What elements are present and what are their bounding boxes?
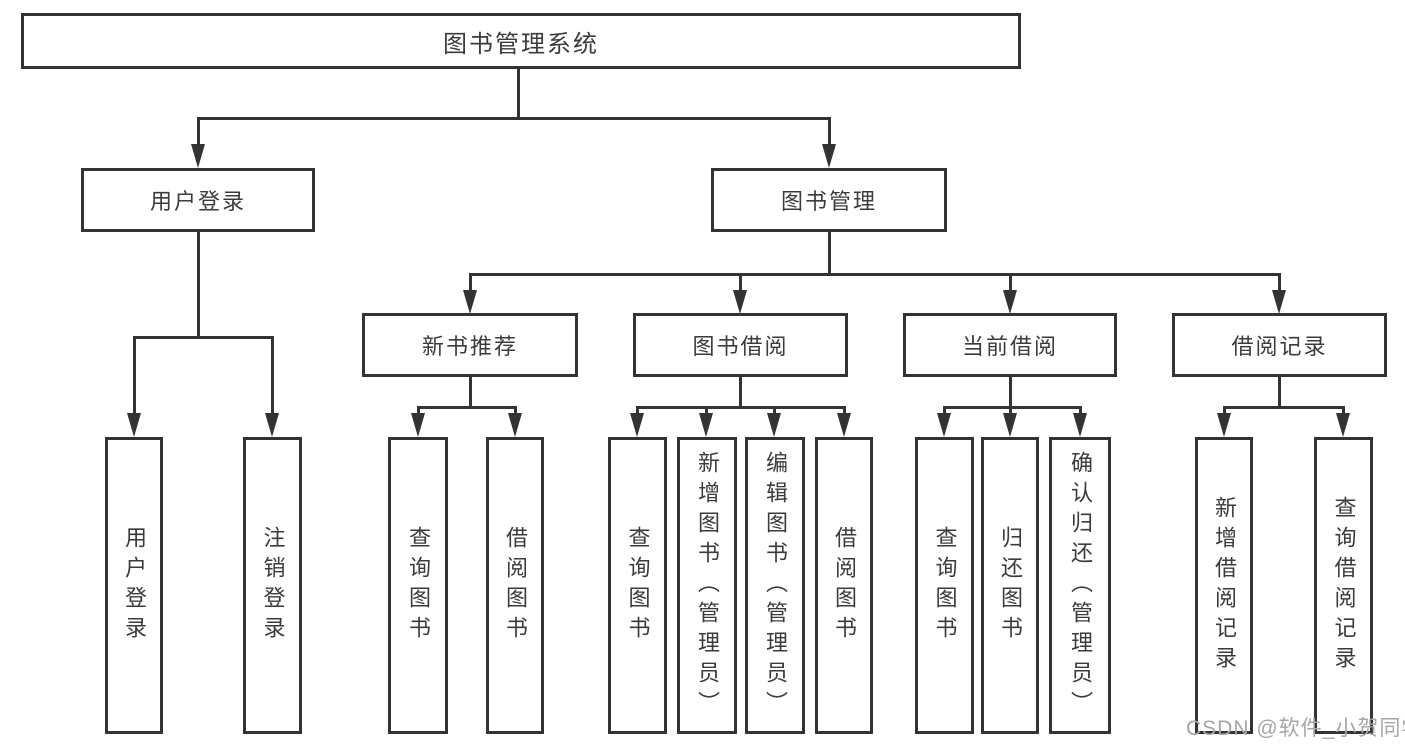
leaf-confirm-return-admin: 确认归还（管理员） <box>1049 437 1111 734</box>
leaf-query-books-current: 查询图书 <box>915 437 974 734</box>
arrowhead-add-borrow-record <box>1217 413 1231 437</box>
node-book-management-label: 图书管理 <box>780 189 877 214</box>
leaf-query-books-borrowing: 查询图书 <box>608 437 667 734</box>
connector-current-drop-1 <box>943 406 946 414</box>
connector-bookmgmt-rail <box>469 273 1281 276</box>
connector-borrowing-drop-3 <box>773 406 776 414</box>
node-current-borrowing: 当前借阅 <box>903 313 1117 377</box>
arrowhead-user-login <box>191 144 205 168</box>
connector-current-drop-2 <box>1009 406 1012 414</box>
connector-recommend-drop-1 <box>417 406 420 414</box>
arrowhead-query-borrow-record <box>1336 413 1350 437</box>
leaf-query-books-borrowing-label: 查询图书 <box>625 525 651 646</box>
connector-root-drop-right <box>828 117 831 145</box>
leaf-add-books-admin: 新增图书（管理员） <box>677 437 737 734</box>
leaf-logout-label: 注销登录 <box>260 525 286 646</box>
connector-bookmgmt-drop-3 <box>1009 273 1012 290</box>
node-current-borrowing-label: 当前借阅 <box>961 334 1058 359</box>
leaf-return-books: 归还图书 <box>981 437 1039 734</box>
node-borrowing-records: 借阅记录 <box>1172 313 1387 377</box>
arrowhead-borrow-books <box>837 413 851 437</box>
connector-borrowing-drop-2 <box>705 406 708 414</box>
csdn-watermark: CSDN @软件_小贺同学 <box>1186 717 1405 740</box>
arrowhead-borrowing-records <box>1272 290 1286 314</box>
connector-userlogin-drop-2 <box>271 336 274 413</box>
connector-records-drop-2 <box>1342 406 1345 414</box>
leaf-query-books-recommend-label: 查询图书 <box>406 525 431 646</box>
leaf-query-borrow-record: 查询借阅记录 <box>1314 437 1373 734</box>
connector-current-drop-3 <box>1079 406 1082 414</box>
leaf-query-books-recommend: 查询图书 <box>388 437 448 734</box>
arrowhead-new-book-recommend <box>463 290 477 314</box>
node-new-book-recommend: 新书推荐 <box>362 313 578 377</box>
node-book-borrowing-label: 图书借阅 <box>692 334 789 359</box>
leaf-add-books-admin-label: 新增图书（管理员） <box>695 450 720 721</box>
connector-bookmgmt-drop-4 <box>1278 273 1281 290</box>
leaf-confirm-return-admin-label: 确认归还（管理员） <box>1068 450 1093 721</box>
connector-borrowing-stem <box>739 377 742 409</box>
connector-userlogin-drop-1 <box>133 336 136 413</box>
connector-root-stem <box>517 69 520 118</box>
arrowhead-confirm-return-admin <box>1073 413 1087 437</box>
connector-root-rail <box>197 117 831 120</box>
node-new-book-recommend-label: 新书推荐 <box>421 334 518 359</box>
connector-current-rail <box>943 406 1082 409</box>
connector-current-stem <box>1009 377 1012 409</box>
leaf-borrow-books-label: 借阅图书 <box>832 525 857 646</box>
leaf-query-borrow-record-label: 查询借阅记录 <box>1331 495 1357 676</box>
connector-records-stem <box>1278 377 1281 409</box>
arrowhead-edit-books-admin <box>767 413 781 437</box>
connector-records-drop-1 <box>1223 406 1226 414</box>
connector-borrowing-drop-1 <box>636 406 639 414</box>
leaf-add-borrow-record-label: 新增借阅记录 <box>1212 495 1237 676</box>
arrowhead-book-borrowing <box>733 290 747 314</box>
leaf-query-books-current-label: 查询图书 <box>932 525 958 646</box>
node-book-management: 图书管理 <box>711 168 947 232</box>
leaf-borrow-books-recommend-label: 借阅图书 <box>503 525 528 646</box>
arrowhead-leaf-user-login <box>127 413 141 437</box>
arrowhead-query-books-current <box>937 413 951 437</box>
arrowhead-book-management <box>822 144 836 168</box>
node-user-login: 用户登录 <box>81 168 315 232</box>
connector-records-rail <box>1223 406 1345 409</box>
leaf-edit-books-admin-label: 编辑图书（管理员） <box>763 450 788 721</box>
connector-root-drop-left <box>197 117 200 145</box>
connector-bookmgmt-stem <box>828 232 831 276</box>
node-user-login-label: 用户登录 <box>149 189 246 214</box>
leaf-user-login: 用户登录 <box>105 437 163 734</box>
arrowhead-query-books-borrowing <box>630 413 644 437</box>
connector-recommend-stem <box>469 377 472 409</box>
connector-bookmgmt-drop-1 <box>469 273 472 290</box>
connector-bookmgmt-drop-2 <box>739 273 742 290</box>
leaf-borrow-books-recommend: 借阅图书 <box>486 437 544 734</box>
leaf-return-books-label: 归还图书 <box>998 525 1023 646</box>
leaf-borrow-books: 借阅图书 <box>815 437 873 734</box>
arrowhead-return-books <box>1003 413 1017 437</box>
arrowhead-leaf-logout <box>265 413 279 437</box>
node-book-borrowing: 图书借阅 <box>633 313 848 377</box>
leaf-user-login-label: 用户登录 <box>122 525 147 646</box>
arrowhead-add-books-admin <box>699 413 713 437</box>
connector-userlogin-stem <box>197 232 200 339</box>
node-library-system: 图书管理系统 <box>21 13 1021 69</box>
leaf-logout: 注销登录 <box>243 437 302 734</box>
node-library-system-label: 图书管理系统 <box>443 30 599 58</box>
node-borrowing-records-label: 借阅记录 <box>1231 334 1328 359</box>
arrowhead-query-books-recommend <box>411 413 425 437</box>
connector-borrowing-rail <box>636 406 846 409</box>
arrowhead-borrow-books-recommend <box>508 413 522 437</box>
leaf-add-borrow-record: 新增借阅记录 <box>1195 437 1253 734</box>
arrowhead-current-borrowing <box>1003 290 1017 314</box>
leaf-edit-books-admin: 编辑图书（管理员） <box>745 437 805 734</box>
connector-borrowing-drop-4 <box>843 406 846 414</box>
connector-userlogin-rail <box>133 336 274 339</box>
connector-recommend-drop-2 <box>514 406 517 414</box>
connector-recommend-rail <box>417 406 517 409</box>
